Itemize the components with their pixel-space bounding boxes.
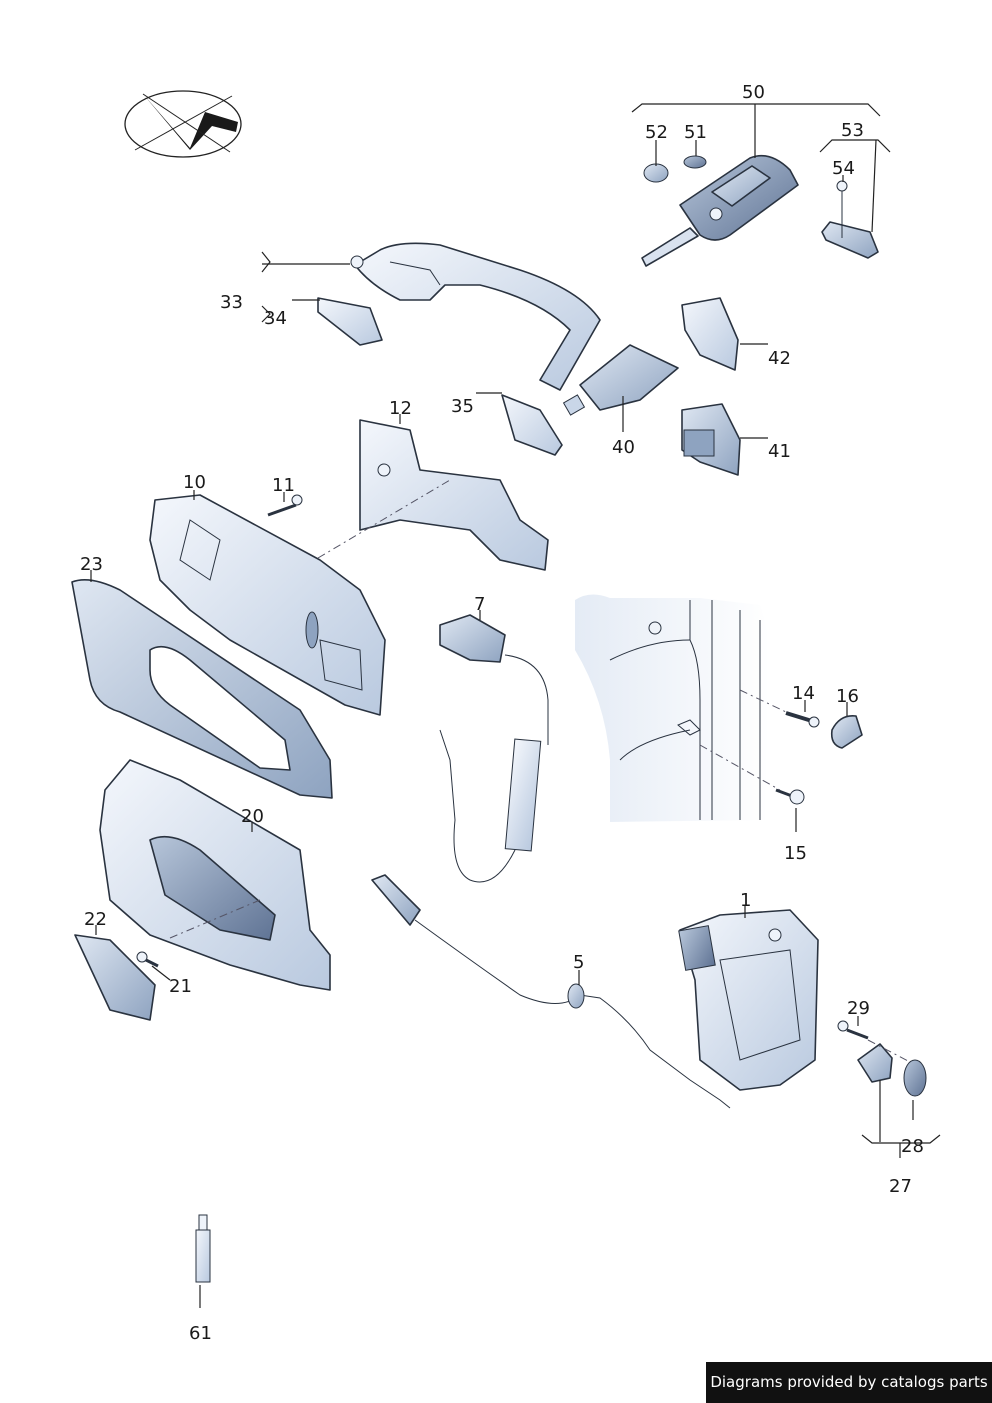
callout-12: 12 <box>389 398 412 419</box>
screw <box>267 494 303 517</box>
callout-34: 34 <box>264 308 287 329</box>
cylinder-cap-lower <box>681 403 741 476</box>
callout-54: 54 <box>832 158 855 179</box>
callout-16: 16 <box>836 686 859 707</box>
callout-7: 7 <box>474 594 485 615</box>
callout-53: 53 <box>841 120 864 141</box>
striker-plate <box>857 1043 927 1097</box>
cap <box>830 714 863 749</box>
callout-labels: 50 52 51 53 54 33 34 42 35 12 40 41 10 1… <box>80 82 924 1344</box>
cylinder-cap-upper <box>681 297 739 371</box>
screw <box>785 711 820 728</box>
callout-40: 40 <box>612 437 635 458</box>
inner-door-handle <box>99 759 331 991</box>
handle-bracket <box>359 419 549 571</box>
inner-handle-trim <box>71 579 333 799</box>
handle-gasket <box>317 297 383 346</box>
door-lock <box>678 909 819 1091</box>
callout-61: 61 <box>189 1323 212 1344</box>
callout-35: 35 <box>451 396 474 417</box>
callout-41: 41 <box>768 441 791 462</box>
callout-15: 15 <box>784 843 807 864</box>
leader-lines <box>90 103 941 1308</box>
callout-10: 10 <box>183 472 206 493</box>
grease-tube <box>195 1214 211 1283</box>
callout-21: 21 <box>169 976 192 997</box>
callout-50: 50 <box>742 82 765 103</box>
screw <box>136 951 159 968</box>
door-body-shell <box>575 594 770 822</box>
key-cover <box>821 180 879 259</box>
bowden-cable <box>371 874 731 1109</box>
handle-carrier <box>149 494 386 716</box>
callout-23: 23 <box>80 554 103 575</box>
brand-logo <box>124 90 242 158</box>
callout-1: 1 <box>740 890 751 911</box>
lock-gasket <box>501 394 563 456</box>
watermark-banner: Diagrams provided by catalogs parts <box>706 1362 992 1403</box>
callout-22: 22 <box>84 909 107 930</box>
callout-28: 28 <box>901 1136 924 1157</box>
outer-door-handle <box>350 242 601 391</box>
key-fob <box>641 154 799 267</box>
callout-52: 52 <box>645 122 668 143</box>
callout-51: 51 <box>684 122 707 143</box>
callout-42: 42 <box>768 348 791 369</box>
handle-cover <box>74 934 156 1021</box>
screw <box>775 788 805 805</box>
lock-cylinder <box>562 344 679 416</box>
callout-5: 5 <box>573 952 584 973</box>
callout-11: 11 <box>272 475 295 496</box>
callout-14: 14 <box>792 683 815 704</box>
callout-27: 27 <box>889 1176 912 1197</box>
battery-cell <box>643 155 707 183</box>
bowden-cable <box>439 614 549 883</box>
callout-33: 33 <box>220 292 243 313</box>
callout-20: 20 <box>241 806 264 827</box>
callout-29: 29 <box>847 998 870 1019</box>
screw <box>837 1020 869 1040</box>
